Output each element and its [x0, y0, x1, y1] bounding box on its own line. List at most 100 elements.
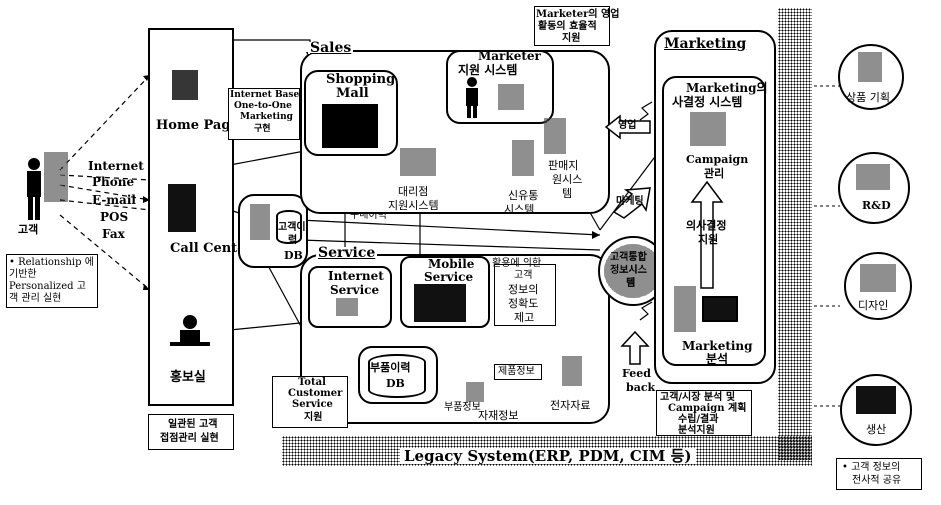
tcs-3: Service: [292, 399, 333, 410]
shopping-mall-2: Mall: [336, 88, 369, 100]
parts-info-icon: [466, 382, 484, 402]
analysis-note-4: 분석지원: [678, 425, 715, 436]
electronic-data: 전자자료: [550, 400, 590, 412]
shopping-mall-1: Shopping: [326, 74, 395, 86]
sales-title: Sales: [308, 42, 353, 54]
accurate-info-3: 정보의: [508, 284, 538, 296]
marketer-support-2: 지원 시스템: [458, 64, 517, 76]
accurate-info-5: 제고: [514, 312, 534, 324]
marketer-top-note-1: Marketer의 영업: [536, 9, 619, 21]
left-bottom-note-2: 접점관리 실현: [160, 433, 219, 445]
analysis-2: 분석: [706, 353, 728, 365]
person-desk-icon: [170, 314, 210, 348]
one-to-one-4: 구현: [254, 124, 271, 134]
sales-support-2: 원시스: [552, 174, 582, 186]
home-page-icon: [172, 70, 198, 100]
agency-support-2: 지원시스템: [388, 200, 439, 212]
campaign-icon: [690, 112, 726, 146]
product-info: 제품정보: [498, 366, 535, 378]
campaign-2: 관리: [704, 168, 724, 180]
customer-label: 고객: [18, 224, 38, 236]
analysis-note-1: 고객/시장 분석 및: [660, 392, 735, 403]
sales-support-1: 판매지: [548, 160, 578, 172]
mobile-service-icon: [414, 284, 466, 322]
analysis-note-3: 수립/결과: [678, 414, 718, 425]
new-distribution-1: 신유통: [508, 190, 538, 202]
channel-fax: Fax: [102, 228, 125, 240]
analysis-note-2: Campaign 계획: [668, 403, 746, 414]
planning-label: 상품 기획: [846, 92, 890, 104]
electronic-data-icon: [562, 356, 582, 386]
channel-pos: POS: [100, 211, 128, 223]
customer-note: • Relationship 에 기반한 Personalized 고객 관리 …: [6, 254, 98, 308]
tcs-1: Total: [298, 377, 326, 388]
feedback-up-arrow: [620, 330, 650, 366]
decision-support-2: 지원: [698, 234, 718, 246]
feedback-2: back: [626, 382, 655, 394]
mobile-service-2: Service: [424, 271, 473, 283]
parts-db-1: 부품이력: [370, 362, 410, 374]
design-icon: [860, 264, 896, 292]
db-shade: [250, 204, 270, 240]
sales-support-3: 템: [562, 188, 572, 200]
right-note-1: • 고객 정보의: [842, 462, 900, 474]
tcs-2: Customer: [288, 388, 342, 399]
one-to-one-2: One-to-One: [234, 101, 292, 111]
rnd-icon: [856, 164, 890, 190]
call-center-icon: [168, 184, 196, 232]
decision-system-1: Marketing의: [686, 82, 768, 94]
arrow-marketing-out: 마케팅: [616, 196, 644, 208]
service-title: Service: [316, 247, 377, 259]
feedback-1: Feed: [622, 368, 651, 380]
marketer-top-note-2: 활동의 효율적: [538, 21, 597, 33]
channel-internet: Internet: [88, 160, 144, 172]
person-icon: [20, 156, 60, 226]
accurate-info-2: 고객: [514, 270, 532, 282]
customer-db-1: 고객이: [278, 222, 306, 234]
channel-phone: Phone: [92, 176, 134, 188]
one-to-one-1: Internet Based: [230, 90, 305, 100]
distribution-icon: [512, 140, 534, 176]
customer-note-text: • Relationship 에 기반한 Personalized 고객 관리 …: [9, 257, 94, 304]
marketer-support-1: Marketer: [478, 50, 541, 62]
analysis-1: Marketing: [682, 340, 753, 352]
left-bottom-note-1: 일관된 고객: [168, 419, 217, 431]
home-page-label: Home Page: [156, 120, 239, 132]
shopping-mall-screen-icon: [322, 104, 378, 148]
design-label: 디자인: [858, 300, 888, 312]
tcs-4: 지원: [304, 412, 322, 423]
agency-support-1: 대리점: [398, 186, 428, 198]
sales-support-icon: [544, 118, 566, 154]
campaign-1: Campaign: [686, 154, 748, 166]
customer-db-3: DB: [284, 250, 303, 262]
right-note-2: 전사적 공유: [852, 475, 901, 487]
arrow-sales-in: 영업: [618, 120, 636, 132]
analysis-server-icon: [674, 286, 696, 332]
channel-email: E-mail: [92, 194, 136, 206]
one-to-one-3: Marketing: [240, 112, 293, 122]
agency-pc-icon: [400, 148, 436, 176]
rnd-label: R&D: [862, 200, 891, 212]
marketer-person-icon: [458, 76, 488, 120]
marketer-pc-icon: [498, 84, 524, 110]
decision-system-2: 사결정 시스템: [672, 96, 742, 108]
material-info: 자재정보: [478, 410, 518, 422]
pr-office-icon: [170, 314, 210, 348]
parts-db-2: DB: [386, 378, 405, 390]
integrated-info-3: 템: [626, 278, 635, 290]
integrated-info-2: 정보시스: [610, 265, 647, 277]
analysis-pc-icon: [702, 296, 738, 322]
mobile-service-1: Mobile: [428, 258, 474, 270]
internet-service-1: Internet: [328, 270, 384, 282]
customer-db-2: 력: [288, 235, 297, 247]
production-factory-icon: [856, 386, 896, 414]
internet-service-2: Service: [330, 284, 379, 296]
internet-service-icon: [336, 298, 358, 316]
customer-figure: [8, 152, 68, 234]
decision-support-1: 의사결정: [686, 220, 726, 232]
marketer-top-note-3: 지원: [562, 33, 580, 45]
marketing-title: Marketing: [664, 38, 746, 50]
planning-icon: [858, 52, 882, 82]
accurate-info-1: 활용에 의한: [492, 258, 541, 270]
production-label: 생산: [866, 424, 886, 436]
